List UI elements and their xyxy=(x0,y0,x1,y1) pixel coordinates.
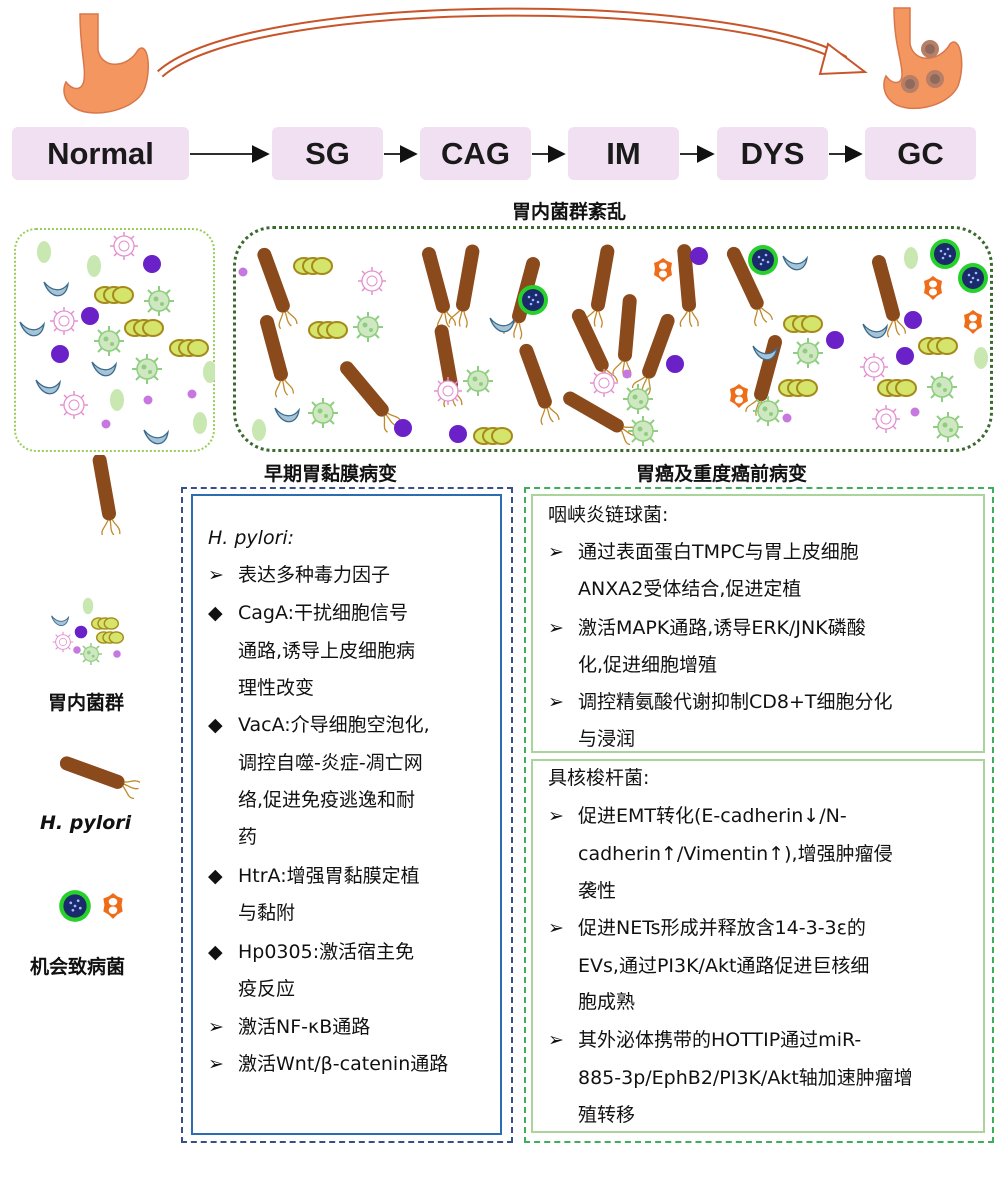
strep-item: ➢通过表面蛋白TMPC与胃上皮细胞 xyxy=(548,541,859,563)
hpylori-item: ➢表达多种毒力因子 xyxy=(208,564,391,586)
stage-normal: Normal xyxy=(12,127,189,180)
stage-cag: CAG xyxy=(420,127,531,180)
strep-item-cont: ANXA2受体结合,促进定植 xyxy=(578,578,802,600)
late-lesion-title: 胃癌及重度癌前病变 xyxy=(636,463,808,485)
hpylori-item: ◆VacA:介导细胞空泡化, xyxy=(208,714,430,736)
stage-label: DYS xyxy=(740,135,805,171)
fuso-item-cont: 袭性 xyxy=(578,880,617,902)
normal-flora-panel xyxy=(14,228,215,452)
legend-opportunistic-label: 机会致病菌 xyxy=(30,956,126,978)
fuso-item-cont: cadherin↑/Vimentin↑),增强肿瘤侵 xyxy=(578,843,893,865)
dysbiosis-panel xyxy=(233,226,993,452)
hpylori-item: ◆Hp0305:激活宿主免 xyxy=(208,941,415,963)
strep-item: ➢调控精氨酸代谢抑制CD8+T细胞分化 xyxy=(548,691,893,713)
fuso-item: ➢促进NETs形成并释放含14-3-3ε的 xyxy=(548,917,866,939)
hpylori-item: ◆CagA:干扰细胞信号 xyxy=(208,602,409,624)
legend-flora-label: 胃内菌群 xyxy=(48,692,125,714)
hpylori-heading: H. pylori: xyxy=(208,527,295,549)
hpylori-item-cont: 理性改变 xyxy=(238,677,315,699)
fuso-box xyxy=(531,759,985,1133)
stage-label: CAG xyxy=(441,135,510,171)
opportunistic-legend-icon xyxy=(59,890,123,922)
hpylori-box xyxy=(191,494,502,1135)
stage-sg: SG xyxy=(272,127,383,180)
fuso-item-cont: 胞成熟 xyxy=(578,991,636,1013)
early-outer-dashed-box xyxy=(181,487,513,1143)
fuso-item: ➢促进EMT转化(E-cadherin↓/N- xyxy=(548,805,847,827)
stage-im: IM xyxy=(568,127,679,180)
fuso-item-cont: 殖转移 xyxy=(578,1104,636,1126)
progression-curved-arrow xyxy=(157,7,868,78)
stomach-normal-icon xyxy=(63,13,149,114)
late-outer-dashed-box xyxy=(524,487,994,1143)
hpylori-item-cont: 疫反应 xyxy=(238,978,296,1000)
hpylori-rod-icon xyxy=(87,455,121,535)
strep-item: ➢激活MAPK通路,诱导ERK/JNK磷酸 xyxy=(548,617,866,639)
early-lesion-title: 早期胃黏膜病变 xyxy=(264,463,398,485)
stage-arrows xyxy=(190,145,863,163)
stomach-cancer-icon xyxy=(883,7,963,110)
strep-item-cont: 化,促进细胞增殖 xyxy=(578,654,718,676)
stage-dys: DYS xyxy=(717,127,828,180)
fuso-item: ➢其外泌体携带的HOTTIP通过miR- xyxy=(548,1029,862,1051)
dysbiosis-title: 胃内菌群紊乱 xyxy=(512,201,627,223)
hpylori-item: ➢激活Wnt/β-catenin通路 xyxy=(208,1053,449,1075)
fuso-heading: 具核梭杆菌: xyxy=(548,767,650,789)
stage-label: GC xyxy=(897,135,944,171)
hpylori-legend-icon xyxy=(60,753,140,800)
hpylori-item: ◆HtrA:增强胃黏膜定植 xyxy=(208,865,420,887)
hpylori-item-cont: 药 xyxy=(238,826,258,848)
stage-label: Normal xyxy=(47,135,154,171)
fuso-item-cont: EVs,通过PI3K/Akt通路促进巨核细 xyxy=(578,955,870,977)
stage-label: IM xyxy=(606,135,641,171)
strep-heading: 咽峡炎链球菌: xyxy=(548,504,669,526)
flora-legend-icon xyxy=(51,597,125,666)
hpylori-item-cont: 与黏附 xyxy=(238,902,296,924)
fuso-item-cont: 885-3p/EphB2/PI3K/Akt轴加速肿瘤增 xyxy=(578,1067,913,1089)
legend-hpylori-label: H. pylori xyxy=(40,812,132,834)
stage-gc: GC xyxy=(865,127,976,180)
hpylori-item-cont: 通路,诱导上皮细胞病 xyxy=(238,640,416,662)
hpylori-item-cont: 络,促进免疫逃逸和耐 xyxy=(238,789,416,811)
hpylori-item: ➢激活NF-κB通路 xyxy=(208,1016,371,1038)
strep-box xyxy=(531,494,985,753)
hpylori-item-cont: 调控自噬-炎症-凋亡网 xyxy=(238,752,423,774)
normal-flora-microbes xyxy=(19,231,215,445)
dysbiosis-microbes xyxy=(238,239,988,447)
stage-label: SG xyxy=(305,135,350,171)
strep-item-cont: 与浸润 xyxy=(578,728,636,750)
